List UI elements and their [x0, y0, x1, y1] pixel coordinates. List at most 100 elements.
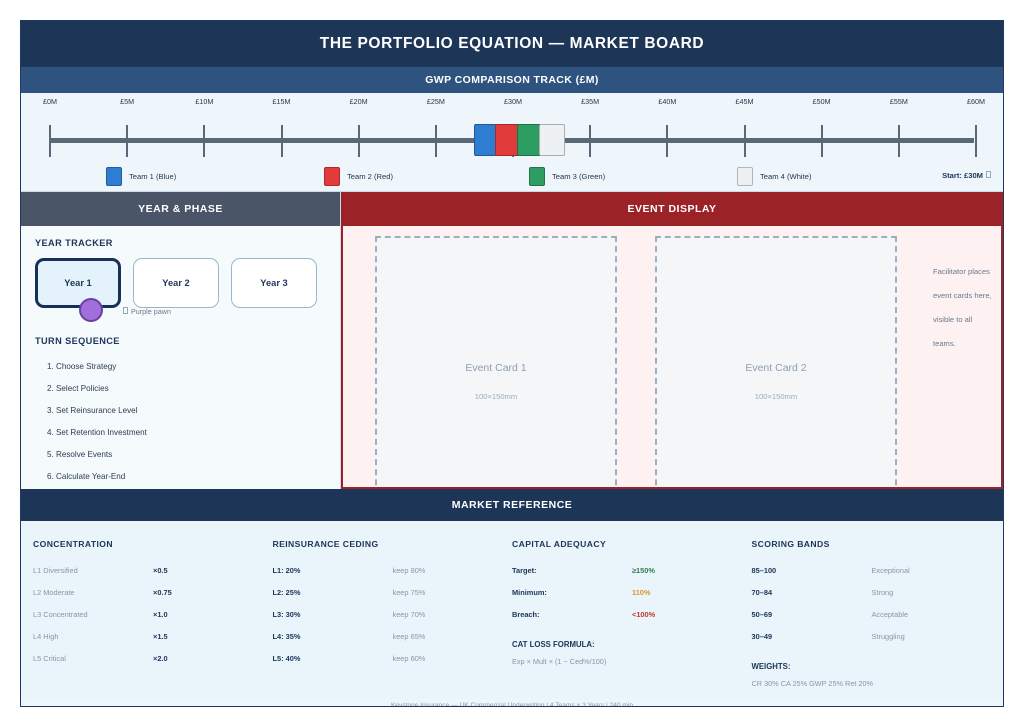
reference-row: L2: 25% keep 75%	[273, 582, 505, 604]
year-tracker-title: YEAR TRACKER	[35, 238, 113, 248]
pawn-row: Purple pawn	[35, 298, 326, 324]
reference-row-value: Exceptional	[871, 566, 910, 575]
scoring-bands-title: SCORING BANDS	[751, 539, 830, 549]
turn-sequence-item: 2. Select Policies	[47, 384, 109, 393]
reference-row: L5: 40%keep 60%	[273, 648, 505, 670]
event-card-slot-size: 100×150mm	[754, 391, 798, 401]
reference-row-label: 30–49	[751, 632, 773, 641]
reference-row-value: <100%	[632, 610, 656, 619]
track-tick	[434, 125, 437, 157]
reference-row-label: 85–100	[751, 566, 777, 575]
track-pawn[interactable]	[538, 124, 565, 156]
reference-row-value: ×0.5	[153, 566, 168, 575]
track-tick	[820, 125, 823, 157]
cat-loss-formula: Exp × Mult × (1 − Ced%/100)	[512, 657, 607, 666]
turn-sequence-item: 1. Choose Strategy	[47, 362, 117, 371]
reference-row-value: keep 60%	[392, 654, 426, 663]
reference-row: 85–100 Exceptional	[752, 560, 984, 582]
reference-row-value: ×1.5	[153, 632, 168, 641]
track-tick	[897, 125, 900, 157]
reference-row: L2 Moderate ×0.75	[33, 582, 265, 604]
reference-row-label: Minimum:	[512, 588, 547, 597]
reference-row-value: Acceptable	[871, 610, 909, 619]
reference-row: L4 High×1.5	[33, 626, 265, 648]
reference-row-value: ≥150%	[632, 566, 655, 575]
legend-item: Team 3 (Green)	[529, 167, 605, 186]
turn-sequence-title: TURN SEQUENCE	[35, 336, 120, 346]
reference-row: L3: 30%keep 70%	[273, 604, 505, 626]
turn-sequence-item: 5. Resolve Events	[47, 450, 113, 459]
reference-row: L4: 35%keep 65%	[273, 626, 505, 648]
reference-row: L1 Diversified×0.5	[33, 560, 265, 582]
reference-row: L5 Critical×2.0	[33, 648, 265, 670]
year-box[interactable]: Year 1	[35, 258, 121, 308]
legend-label: Team 2 (Red)	[347, 172, 393, 181]
reinsurance-column: REINSURANCE CEDING L1: 20% keep 80% L2: 25…	[273, 539, 513, 699]
event-card-slot-title: Event Card 1	[465, 361, 527, 374]
reference-row-label: L1: 20%	[272, 566, 301, 575]
track-tick-label: £10M	[195, 97, 214, 106]
reference-row: L3 Concentrated×1.0	[33, 604, 265, 626]
concentration-title: CONCENTRATION	[33, 539, 113, 549]
event-display-header: EVENT DISPLAY	[341, 192, 1003, 226]
track-tick-label: £45M	[735, 97, 754, 106]
capital-adequacy-title: CAPITAL ADEQUACY	[512, 539, 607, 549]
start-note: Start: £30M	[942, 171, 991, 180]
cat-loss-formula-title: CAT LOSS FORMULA:	[512, 640, 595, 649]
gwp-track-header: GWP COMPARISON TRACK (£M)	[21, 67, 1003, 93]
reference-row-label: Target:	[512, 566, 537, 575]
reference-row-label: L2 Moderate	[33, 588, 75, 597]
legend-swatch	[324, 167, 340, 186]
reference-row-label: L3 Concentrated	[33, 610, 88, 619]
track-tick-label: £50M	[812, 97, 831, 106]
reference-row-value: keep 80%	[392, 566, 426, 575]
reinsurance-title: REINSURANCE CEDING	[272, 539, 379, 549]
start-note-label: Start: £30M	[942, 171, 983, 180]
year-box[interactable]: Year 3	[231, 258, 317, 308]
reference-row-label: Breach:	[512, 610, 540, 619]
track-tick	[975, 125, 977, 157]
track-tick-label: £25M	[426, 97, 445, 106]
reference-row-value: keep 70%	[392, 610, 426, 619]
track-tick	[357, 125, 360, 157]
event-card-slot[interactable]: Event Card 2 100×150mm	[655, 236, 897, 487]
turn-sequence-item: 4. Set Retention Investment	[47, 428, 147, 437]
reference-row: L1: 20% keep 80%	[273, 560, 505, 582]
legend-label: Team 1 (Blue)	[129, 172, 177, 181]
track-tick-label: £60M	[967, 97, 985, 106]
track-tick	[49, 125, 51, 157]
track-tick-label: £5M	[120, 97, 135, 106]
track-tick-label: £0M	[43, 97, 57, 106]
market-board: THE PORTFOLIO EQUATION — MARKET BOARD GW…	[20, 20, 1004, 707]
track-tick	[666, 125, 669, 157]
track-tick-label: £35M	[581, 97, 600, 106]
year-box[interactable]: Year 2	[133, 258, 219, 308]
reference-row-label: 50–69	[751, 610, 773, 619]
track-tick-label: £30M	[504, 97, 522, 106]
reference-row-value: keep 75%	[392, 588, 426, 597]
legend-item: Team 2 (Red)	[324, 167, 393, 186]
reference-row-value: Struggling	[871, 632, 905, 641]
purple-pawn-token[interactable]	[79, 298, 103, 322]
board-footer: Keystone Insurance — UK Commercial Under…	[390, 702, 634, 707]
year-phase-header: YEAR & PHASE	[21, 192, 340, 226]
track-tick-label: £20M	[349, 97, 368, 106]
weights-title: WEIGHTS:	[751, 662, 791, 671]
track-tick	[280, 125, 283, 157]
reference-row-label: L2: 25%	[272, 588, 301, 597]
reference-row-value: ×0.75	[153, 588, 172, 597]
legend-swatch	[737, 167, 753, 186]
track-tick-label: £40M	[658, 97, 677, 106]
event-card-slot-title: Event Card 2	[745, 361, 807, 374]
purple-pawn-text: Purple pawn	[131, 307, 171, 316]
legend-label: Team 3 (Green)	[552, 172, 606, 181]
missing-glyph-icon	[986, 171, 991, 178]
